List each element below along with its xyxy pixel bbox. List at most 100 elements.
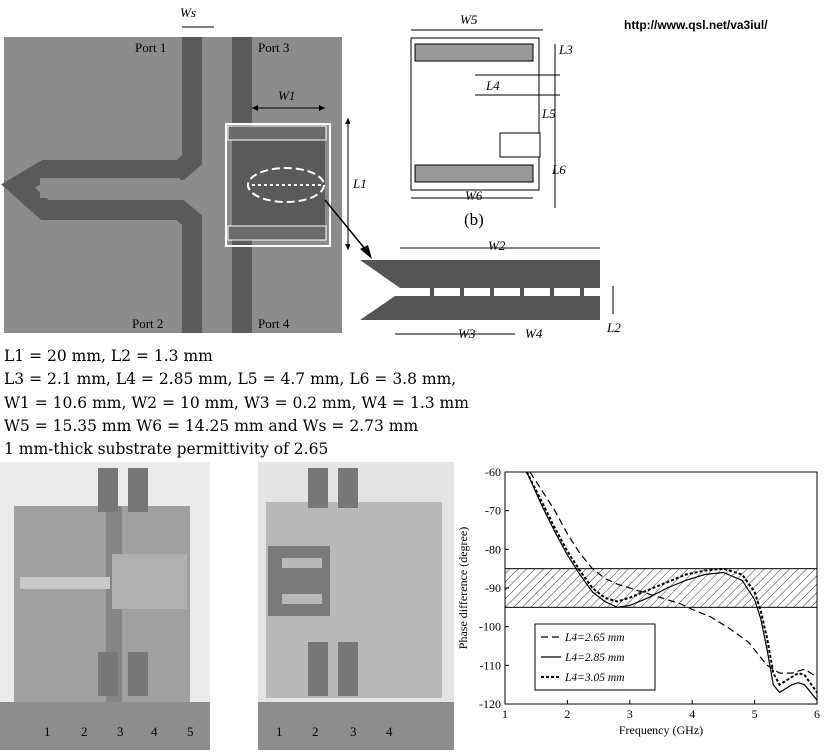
param-line-3: W1 = 10.6 mm, W2 = 10 mm, W3 = 0.2 mm, W… [4, 394, 469, 412]
lower-finger [360, 296, 600, 320]
photo-back-pattern-gap-1 [282, 558, 322, 568]
chart-legend: L4=2.65 mm L4=2.85 mm L4=3.05 mm [534, 623, 656, 691]
w3-label: W3 [458, 326, 476, 341]
y-tick-label: -60 [485, 465, 501, 479]
photo-back-drawing [258, 468, 454, 750]
stub-bottom [414, 164, 534, 183]
photo-back-connector-4 [338, 642, 358, 696]
x-tick-label: 6 [814, 707, 820, 721]
y-axis-label: Phase difference (degree) [456, 527, 470, 649]
w1-arrow-right [319, 105, 325, 111]
w4-label: W4 [525, 326, 543, 341]
photo-back-ruler [258, 702, 454, 750]
photo-back-pattern [268, 546, 330, 616]
legend-entry: L4=2.65 mm [564, 632, 625, 644]
series-line-3 [525, 471, 818, 693]
ruler-left-4: 4 [151, 724, 158, 739]
teeth-detail-figure [360, 247, 614, 335]
l3-label: L3 [559, 42, 573, 57]
ruler-left-1: 1 [44, 724, 51, 739]
y-tick-label: -90 [485, 581, 501, 595]
photo-front-arm [20, 577, 110, 589]
l5-label: L5 [542, 106, 556, 121]
w2-label: W2 [488, 238, 506, 253]
left-arm-slot [40, 178, 180, 198]
ruler-right-2: 2 [312, 724, 319, 739]
zoom-arrow-head [360, 245, 372, 259]
photo-front-coupler [112, 554, 187, 609]
photo-front-connector-1 [98, 468, 118, 512]
x-tick-label: 5 [752, 707, 758, 721]
y-tick-label: -100 [479, 620, 501, 634]
zoom-arrow-line [324, 199, 371, 256]
stub-notch [499, 132, 541, 158]
zoom-ellipse [247, 167, 325, 203]
ruler-left-5: 5 [187, 724, 194, 739]
x-tick-label: 2 [564, 707, 570, 721]
ruler-right-3: 3 [350, 724, 357, 739]
l2-label: L2 [607, 320, 621, 335]
l1-arrow-top [345, 118, 350, 124]
highlight-box [225, 123, 331, 247]
tolerance-band [504, 568, 818, 608]
upper-stub [227, 125, 327, 141]
photo-back: 1 2 3 4 [258, 462, 454, 750]
photo-front-ruler [0, 702, 210, 750]
coupler-layout-figure [1, 26, 350, 333]
coupler-body [232, 140, 325, 235]
left-feed-arm [1, 37, 202, 333]
y-tick-label: -80 [485, 542, 501, 556]
series-line-2 [526, 471, 818, 701]
x-tick-label: 3 [627, 707, 633, 721]
w6-label: W6 [465, 188, 483, 203]
y-tick-label: -120 [479, 697, 501, 711]
series-line-1 [529, 471, 818, 678]
photo-front-drawing [0, 468, 210, 750]
ruler-right-4: 4 [386, 724, 393, 739]
photo-back-connector-3 [308, 642, 328, 696]
ruler-left-2: 2 [81, 724, 88, 739]
teeth-row [430, 288, 584, 296]
photo-back-connector-1 [308, 468, 328, 508]
param-line-1: L1 = 20 mm, L2 = 1.3 mm [4, 347, 213, 365]
port1-label: Port 1 [135, 40, 167, 55]
photo-front: 1 2 3 4 5 [0, 462, 210, 750]
legend-entry: L4=2.85 mm [564, 652, 625, 664]
right-feed-arm [232, 37, 252, 333]
zoom-arrow [324, 199, 372, 259]
x-tick-label: 4 [689, 707, 695, 721]
w1-label: W1 [278, 88, 296, 103]
w5-label: W5 [460, 12, 478, 27]
upper-finger [360, 260, 600, 288]
l4-label: L4 [486, 78, 500, 93]
port4-label: Port 4 [258, 316, 290, 331]
param-line-4: W5 = 15.35 mm W6 = 14.25 mm and Ws = 2.7… [4, 417, 419, 435]
w1-arrow-left [252, 105, 258, 111]
photo-front-connector-4 [128, 652, 148, 696]
phase-difference-chart: 1 2 3 4 5 6 -60 -70 -80 -90 -100 -110 -120 Frequenc… [456, 465, 820, 737]
l1-arrow-bottom [345, 244, 350, 250]
param-line-5: 1 mm-thick substrate permittivity of 2.6… [4, 440, 329, 458]
port2-label: Port 2 [132, 316, 164, 331]
photo-front-connector-2 [128, 468, 148, 512]
y-tick-label: -110 [479, 658, 501, 672]
subfigure-b-caption: (b) [464, 210, 484, 229]
port3-label: Port 3 [258, 40, 290, 55]
ruler-right-1: 1 [276, 724, 283, 739]
source-url: http://www.qsl.net/va3iul/ [624, 18, 768, 32]
lower-stub [227, 225, 327, 241]
param-line-2: L3 = 2.1 mm, L4 = 2.85 mm, L5 = 4.7 mm, … [4, 370, 457, 388]
stub-outline [410, 37, 540, 191]
l6-label: L6 [552, 162, 566, 177]
legend-entry: L4=3.05 mm [564, 672, 625, 684]
x-tick-label: 1 [502, 707, 508, 721]
photo-front-connector-3 [98, 652, 118, 696]
y-tick-label: -70 [485, 504, 501, 518]
photo-back-pattern-gap-2 [282, 594, 322, 604]
x-axis-label: Frequency (GHz) [619, 723, 703, 737]
stub-top [414, 43, 534, 62]
photo-back-connector-2 [338, 468, 358, 508]
stub-detail-figure [410, 29, 560, 208]
ws-label: Ws [180, 5, 196, 20]
l1-label: L1 [353, 176, 367, 191]
